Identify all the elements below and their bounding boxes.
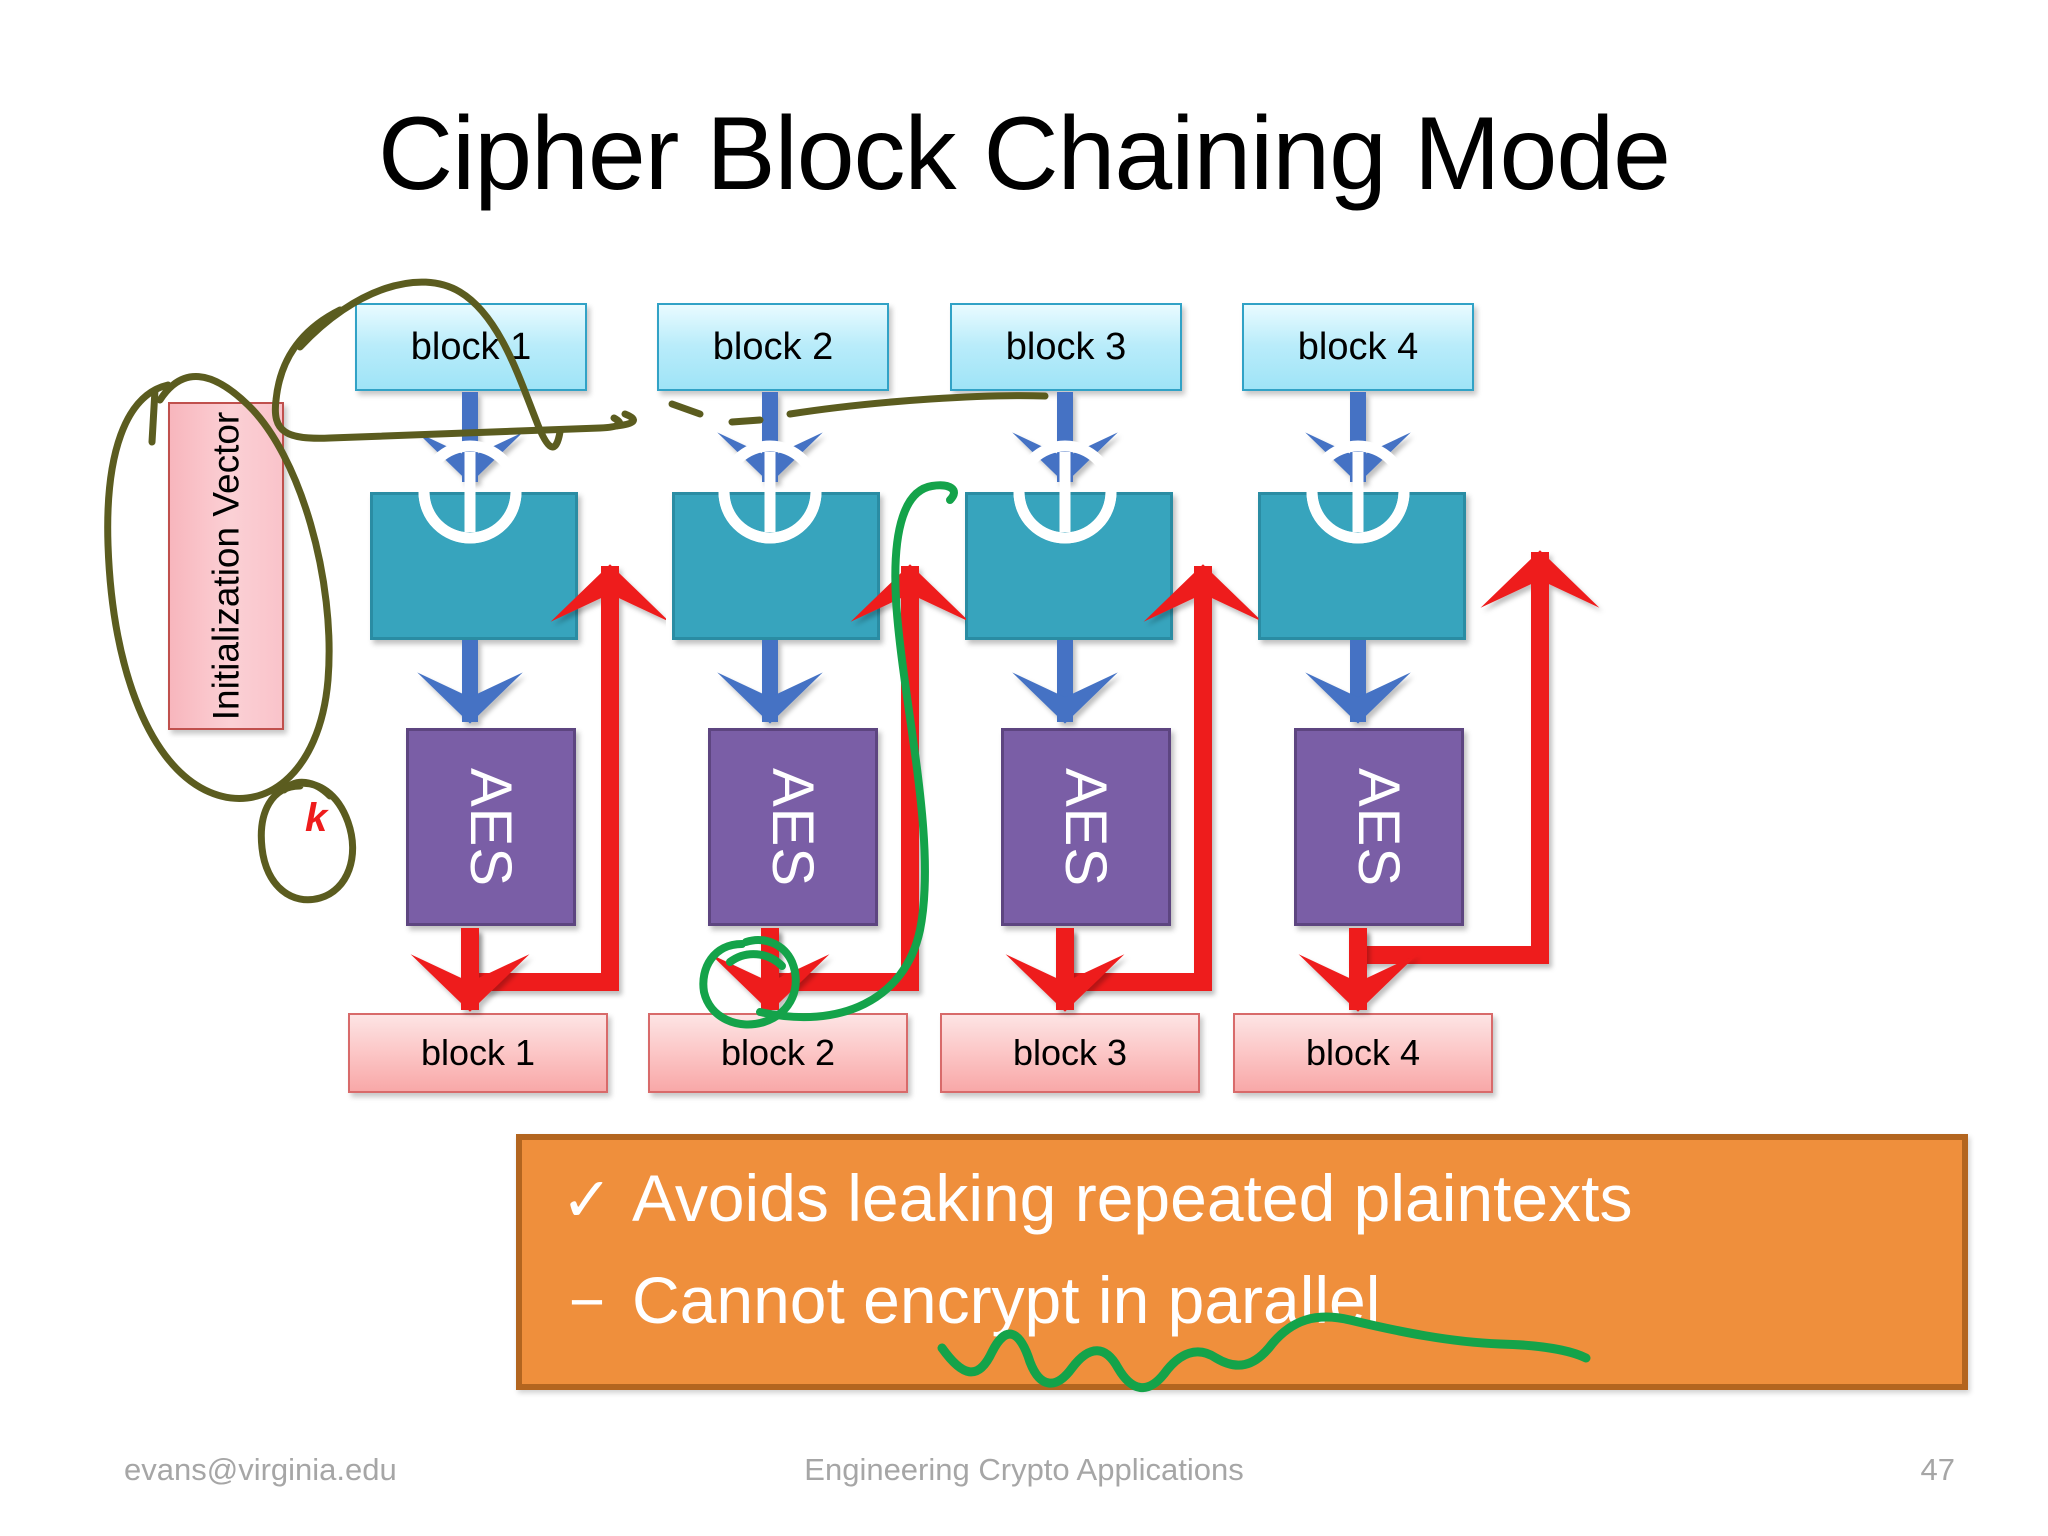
- ciphertext-block-4-label: block 4: [1305, 1032, 1421, 1073]
- plaintext-block-1: block 1: [355, 303, 587, 391]
- xor-node-2: [672, 492, 880, 640]
- plaintext-block-4-label: block 4: [1297, 325, 1419, 368]
- callout-row-2: − Cannot encrypt in parallel: [542, 1262, 1381, 1338]
- xor-node-1: [370, 492, 578, 640]
- aes-to-ciphertext-arrows: [410, 928, 1418, 1012]
- aes-engine-1: AES: [406, 728, 576, 926]
- callout-row-1-text: Avoids leaking repeated plaintexts: [632, 1161, 1633, 1235]
- page-title: Cipher Block Chaining Mode: [377, 96, 1671, 212]
- aes-engine-3-label: AES: [1053, 767, 1119, 887]
- aes-engine-2-label: AES: [760, 767, 826, 887]
- xor-node-4: [1258, 492, 1466, 640]
- footer-page-number: 47: [1920, 1452, 1955, 1487]
- initialization-vector-box: Initialization Vector: [168, 402, 284, 730]
- aes-engine-2: AES: [708, 728, 878, 926]
- plaintext-block-3: block 3: [950, 303, 1182, 391]
- aes-engine-4: AES: [1294, 728, 1464, 926]
- aes-engine-1-label: AES: [458, 767, 524, 887]
- ciphertext-block-3: block 3: [940, 1013, 1200, 1093]
- ciphertext-block-1: block 1: [348, 1013, 608, 1093]
- callout-row-1: ✓ Avoids leaking repeated plaintexts: [542, 1160, 1632, 1236]
- callout-row-2-text: Cannot encrypt in parallel: [632, 1263, 1381, 1337]
- aes-engine-3: AES: [1001, 728, 1171, 926]
- plaintext-block-2: block 2: [657, 303, 889, 391]
- minus-icon: −: [568, 1268, 606, 1337]
- aes-engine-4-label: AES: [1346, 767, 1412, 887]
- ciphertext-block-2: block 2: [648, 1013, 908, 1093]
- xor-node-3: [965, 492, 1173, 640]
- ciphertext-block-4: block 4: [1233, 1013, 1493, 1093]
- ciphertext-block-2-label: block 2: [720, 1032, 836, 1073]
- plaintext-to-xor-arrows: [417, 392, 1411, 484]
- green-circle-on-ciphertext-2: [699, 936, 800, 1029]
- plaintext-block-3-label: block 3: [1005, 325, 1127, 368]
- callout-box: ✓ Avoids leaking repeated plaintexts − C…: [516, 1134, 1968, 1390]
- plaintext-block-4: block 4: [1242, 303, 1474, 391]
- initialization-vector-label: Initialization Vector: [205, 411, 247, 721]
- plaintext-block-2-label: block 2: [712, 325, 834, 368]
- footer-email: evans@virginia.edu: [124, 1452, 397, 1487]
- check-icon: ✓: [561, 1166, 613, 1235]
- ciphertext-block-3-label: block 3: [1012, 1032, 1128, 1073]
- plaintext-block-1-label: block 1: [410, 325, 532, 368]
- key-label: k: [305, 796, 328, 840]
- olive-dashed-line-to-block-3: [668, 392, 1049, 426]
- xor-to-aes-arrows: [417, 640, 1411, 724]
- olive-connector-under-blocks: [612, 410, 637, 430]
- ciphertext-block-1-label: block 1: [420, 1032, 536, 1073]
- footer-course-title: Engineering Crypto Applications: [804, 1452, 1244, 1487]
